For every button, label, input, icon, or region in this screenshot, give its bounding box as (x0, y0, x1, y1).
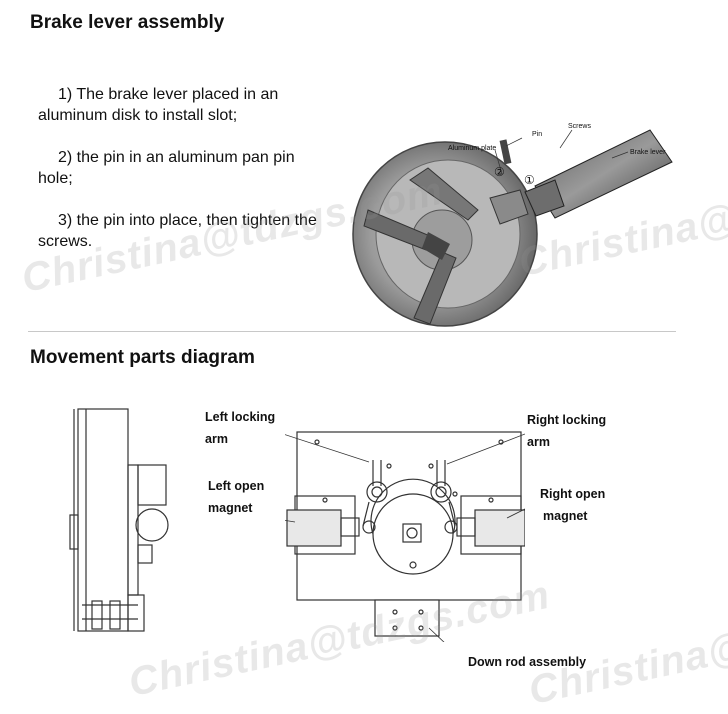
label-right-open-line1: Right open (540, 487, 606, 501)
label-aluminum-plate: Aluminum plate (448, 145, 496, 152)
mark-2: ② (494, 165, 505, 179)
left-open-magnet (286, 509, 342, 547)
step-3-line-2: screws. (38, 233, 93, 250)
label-brake-lever: Brake lever (630, 149, 666, 156)
rotor-hub (402, 523, 422, 543)
label-right-open-magnet: Right open magnet (540, 483, 605, 527)
label-right-locking-arm: Right locking arm (527, 409, 606, 453)
label-left-locking-line1: Left locking (205, 410, 276, 424)
label-pin: Pin (532, 131, 542, 138)
label-right-open-line2: magnet (543, 509, 588, 523)
right-open-magnet (474, 509, 525, 547)
front-view-drawing (285, 431, 525, 642)
label-left-locking-line2: arm (205, 432, 228, 446)
step-1-line-2: aluminum disk to install slot; (38, 107, 238, 124)
mark-1: ① (524, 173, 535, 187)
step-1: 1) The brake lever placed in an aluminum… (38, 84, 358, 126)
center-rotor (372, 493, 454, 575)
step-3: 3) the pin into place, then tighten the … (38, 210, 368, 252)
label-right-locking-line1: Right locking (527, 413, 607, 427)
side-view-drawing (69, 408, 169, 632)
label-down-rod-assembly: Down rod assembly (468, 655, 587, 669)
right-locking-arm-pivot (430, 481, 452, 503)
label-left-open-magnet: Left open magnet (208, 475, 264, 519)
label-left-open-line2: magnet (208, 501, 253, 515)
step-2: 2) the pin in an aluminum pan pin hole; (38, 147, 358, 189)
down-rod-bracket (374, 599, 440, 637)
section-title-movement-parts: Movement parts diagram (30, 347, 255, 368)
step-2-line-1: 2) the pin in an aluminum pan pin (58, 149, 295, 166)
brake-lever-photo: Aluminum plate Pin Screws Brake lever ① … (352, 123, 673, 327)
step-2-line-2: hole; (38, 170, 73, 187)
left-locking-arm-pivot (366, 481, 388, 503)
label-screws: Screws (568, 123, 591, 130)
label-right-locking-line2: arm (527, 435, 550, 449)
label-left-open-line1: Left open (208, 479, 265, 493)
step-3-line-1: 3) the pin into place, then tighten the (58, 212, 317, 229)
step-1-line-1: 1) The brake lever placed in an (58, 86, 279, 103)
section-title-brake-lever: Brake lever assembly (30, 12, 225, 33)
label-left-locking-arm: Left locking arm (205, 406, 275, 450)
section-divider (28, 331, 676, 332)
pin-part (499, 139, 512, 165)
